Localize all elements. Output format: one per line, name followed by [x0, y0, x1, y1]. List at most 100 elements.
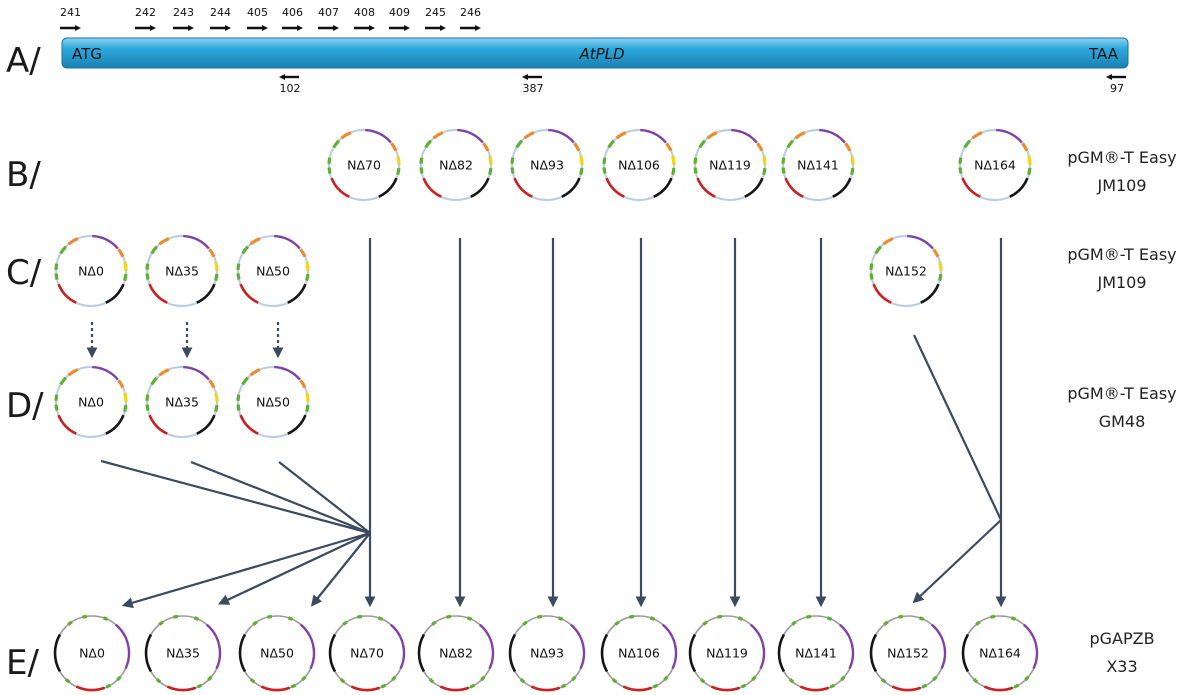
plasmid-label: NΔ35: [165, 264, 199, 279]
plasmid-label: NΔ35: [165, 395, 199, 410]
plasmid-label: NΔ152: [887, 646, 929, 661]
plasmid-nd50: NΔ50: [236, 234, 310, 307]
plasmid-label: NΔ93: [530, 158, 564, 173]
plasmid-row-b: NΔ70 NΔ82 NΔ93 NΔ106 NΔ119 NΔ141 NΔ164: [327, 128, 1032, 201]
primer-label: 407: [318, 6, 339, 19]
forward-primer: 244: [210, 6, 231, 31]
plasmid-label: NΔ0: [78, 264, 104, 279]
forward-primers: 241 242 243 244 405 406 407 408 409 245 246: [60, 6, 481, 31]
primer-label: 243: [173, 6, 194, 19]
primer-label: 97: [1110, 82, 1124, 95]
gene-bar: ATG AtPLD TAA: [61, 37, 1129, 69]
plasmid-nd35: NΔ35: [145, 365, 219, 438]
plasmid-nd50: NΔ50: [238, 614, 316, 692]
arrow-d-nd0-in: [100, 459, 371, 535]
plasmid-nd0: NΔ0: [54, 365, 128, 438]
side-label-b-vector: pGM®-T Easy: [1067, 148, 1176, 167]
row-label-b: B/: [6, 155, 41, 195]
plasmid-nd164: NΔ164: [961, 614, 1039, 692]
primer-label: 246: [460, 6, 481, 19]
reverse-primer: 387: [522, 74, 544, 95]
arrow-to-e-nd35: [218, 532, 371, 605]
plasmid-label: NΔ70: [350, 646, 384, 661]
plasmid-nd0: NΔ0: [54, 234, 128, 307]
arrow-to-e-nd152: [912, 519, 1002, 604]
primer-label: 244: [210, 6, 231, 19]
plasmid-label: NΔ50: [256, 395, 290, 410]
plasmid-label: NΔ106: [618, 646, 660, 661]
side-label-c-vector: pGM®-T Easy: [1067, 245, 1176, 264]
primer-label: 102: [280, 82, 301, 95]
row-label-d: D/: [6, 386, 44, 426]
plasmid-label: NΔ152: [885, 264, 927, 279]
plasmid-row-d: NΔ0 NΔ35 NΔ50: [54, 365, 310, 438]
side-label-e-strain: X33: [1106, 657, 1137, 676]
plasmid-label: NΔ106: [618, 158, 660, 173]
arrow-to-e-nd50: [310, 532, 371, 607]
forward-primer: 246: [460, 6, 481, 31]
plasmid-label: NΔ82: [439, 158, 473, 173]
plasmid-label: NΔ0: [79, 646, 105, 661]
primer-label: 406: [282, 6, 303, 19]
primer-label: 409: [389, 6, 410, 19]
plasmid-label: NΔ164: [979, 646, 1021, 661]
primer-label: 405: [247, 6, 268, 19]
side-label-b-strain: JM109: [1096, 176, 1146, 195]
plasmid-nd141: NΔ141: [781, 128, 855, 201]
forward-primer: 406: [282, 6, 303, 31]
plasmid-nd0: NΔ0: [53, 614, 131, 692]
side-label-d-vector: pGM®-T Easy: [1067, 384, 1176, 403]
plasmid-nd35: NΔ35: [145, 234, 219, 307]
gene-stop-codon: TAA: [1088, 45, 1119, 63]
reverse-primer: 102: [279, 74, 301, 95]
reverse-primers: 102 387 97: [279, 74, 1126, 95]
plasmid-nd152: NΔ152: [869, 614, 947, 692]
plasmid-nd93: NΔ93: [508, 614, 586, 692]
plasmid-nd106: NΔ106: [602, 128, 676, 201]
plasmid-label: NΔ50: [260, 646, 294, 661]
plasmid-nd50: NΔ50: [236, 365, 310, 438]
plasmid-nd152: NΔ152: [869, 234, 943, 307]
flow-arrows: [86, 238, 1007, 609]
arrow-d-nd50-in: [278, 461, 371, 534]
arrow-c-nd152-in: [913, 334, 1002, 521]
primer-label: 245: [425, 6, 446, 19]
plasmid-nd119: NΔ119: [688, 614, 766, 692]
plasmid-label: NΔ0: [78, 395, 104, 410]
plasmid-nd82: NΔ82: [417, 614, 495, 692]
arrow-to-e-nd0: [121, 531, 371, 609]
primer-label: 408: [354, 6, 375, 19]
plasmid-label: NΔ119: [706, 646, 748, 661]
plasmid-label: NΔ35: [166, 646, 200, 661]
primer-label: 241: [60, 6, 81, 19]
plasmid-label: NΔ93: [530, 646, 564, 661]
gene-start-codon: ATG: [72, 45, 102, 63]
plasmid-nd93: NΔ93: [510, 128, 584, 201]
forward-primer: 408: [354, 6, 375, 31]
arrow-d-nd35-in: [190, 460, 371, 535]
plasmid-nd164: NΔ164: [958, 128, 1032, 201]
plasmid-nd82: NΔ82: [419, 128, 493, 201]
plasmid-nd70: NΔ70: [327, 128, 401, 201]
forward-primer: 409: [389, 6, 410, 31]
row-label-a: A/: [6, 41, 41, 81]
side-label-c-strain: JM109: [1096, 273, 1146, 292]
plasmid-nd35: NΔ35: [144, 614, 222, 692]
plasmid-nd70: NΔ70: [328, 614, 406, 692]
plasmid-nd106: NΔ106: [600, 614, 678, 692]
plasmid-label: NΔ82: [439, 646, 473, 661]
primer-label: 387: [523, 82, 544, 95]
plasmid-nd119: NΔ119: [693, 128, 767, 201]
forward-primer: 241: [60, 6, 81, 31]
plasmid-row-e: NΔ0 NΔ35 NΔ50 NΔ70 NΔ82 NΔ93 NΔ106 NΔ119 NΔ141 NΔ…: [53, 614, 1039, 692]
forward-primer: 405: [247, 6, 268, 31]
row-label-c: C/: [6, 253, 42, 293]
plasmid-nd141: NΔ141: [777, 614, 855, 692]
primer-label: 242: [135, 6, 156, 19]
side-label-d-strain: GM48: [1099, 412, 1146, 431]
forward-primer: 242: [135, 6, 156, 31]
plasmid-label: NΔ70: [347, 158, 381, 173]
plasmid-label: NΔ141: [797, 158, 839, 173]
forward-primer: 407: [318, 6, 339, 31]
